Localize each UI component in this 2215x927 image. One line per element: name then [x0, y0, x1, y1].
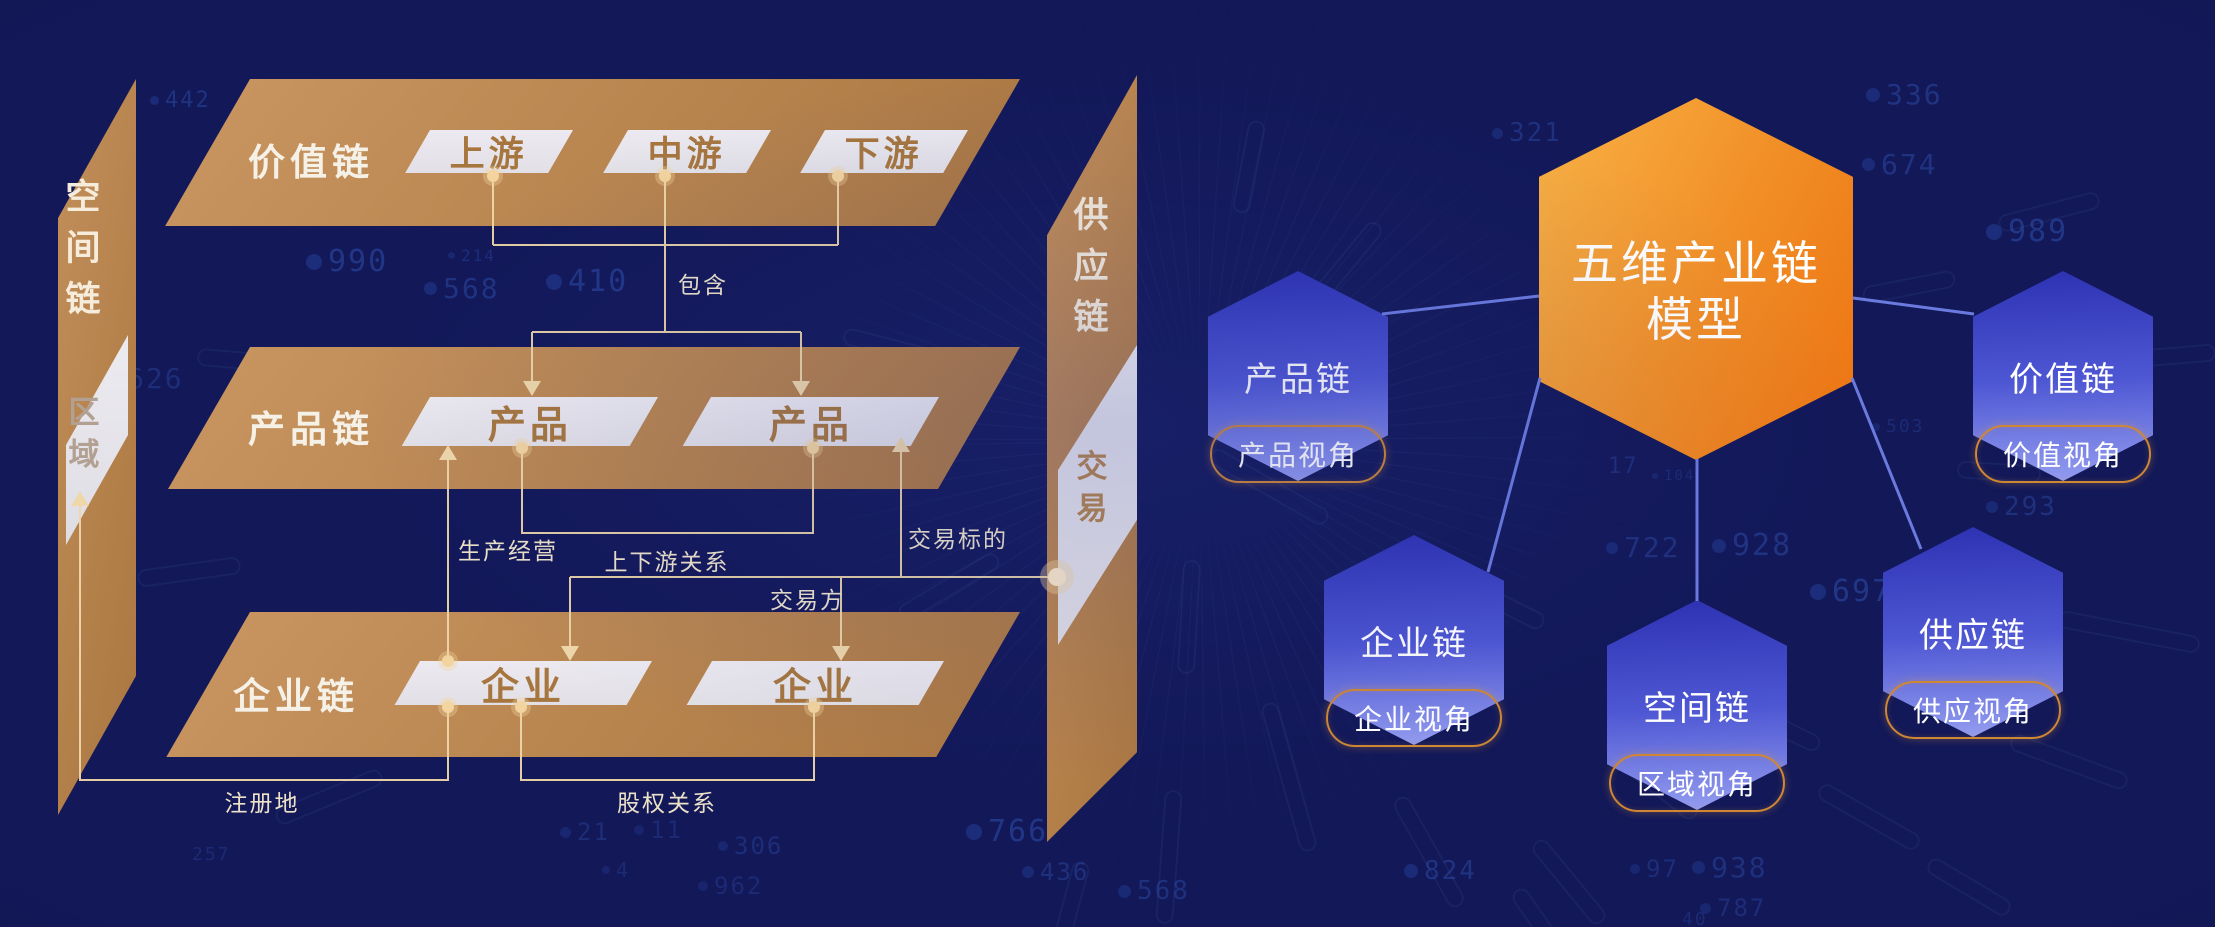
enterprise-perspective-pill-label: 企业视角 [1353, 704, 1474, 735]
gold-arrowheads [71, 381, 910, 661]
edge-label-contains: 包含 [678, 272, 728, 298]
region-perspective-pill-label: 区域视角 [1636, 769, 1757, 800]
supply-perspective-pill: 供应视角 [1885, 681, 2061, 739]
enterprise-perspective-pill: 企业视角 [1326, 689, 1502, 747]
blue-connector-lines [1381, 294, 1975, 601]
product-perspective-pill-label: 产品视角 [1237, 440, 1358, 471]
gold-connector-lines [79, 176, 1057, 781]
edge-label-updown-relation: 上下游关系 [604, 549, 730, 575]
edge-label-transaction-subject: 交易标的 [908, 526, 1008, 552]
edge-label-equity-relation: 股权关系 [617, 790, 717, 816]
edge-label-registered-address: 注册地 [224, 790, 300, 816]
gold-connector-dots [438, 166, 1074, 717]
edge-label-transaction-party: 交易方 [770, 587, 845, 613]
region-perspective-pill: 区域视角 [1609, 754, 1785, 812]
product-perspective-pill: 产品视角 [1210, 425, 1386, 483]
value-perspective-pill: 价值视角 [1975, 425, 2151, 483]
value-perspective-pill-label: 价值视角 [2002, 440, 2123, 471]
supply-perspective-pill-label: 供应视角 [1912, 696, 2033, 727]
edge-label-production-operation: 生产经营 [458, 538, 558, 564]
